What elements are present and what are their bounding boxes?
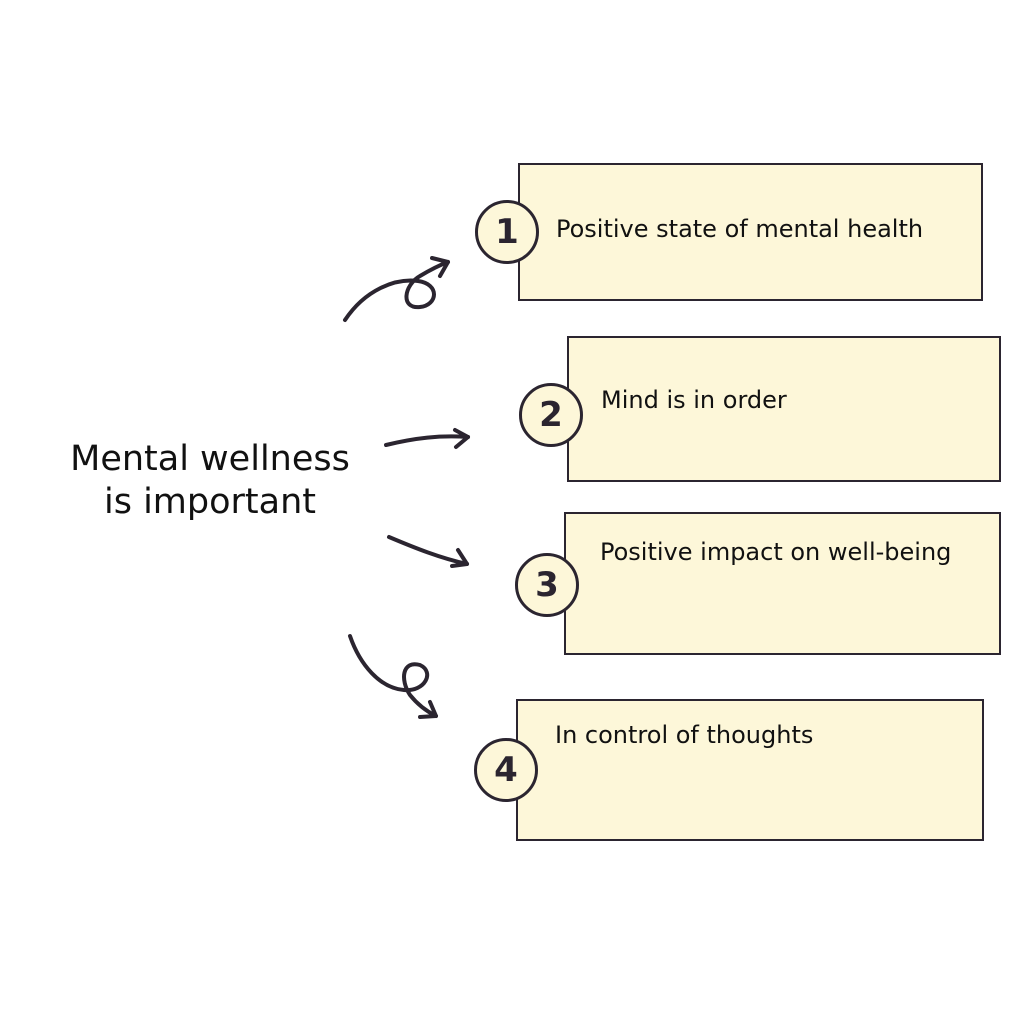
number-badge-4: 4 bbox=[474, 738, 538, 802]
arrow-3-icon bbox=[387, 535, 469, 568]
central-topic-line-1: Mental wellness bbox=[70, 439, 350, 479]
item-label-4: In control of thoughts bbox=[555, 721, 814, 749]
item-card-3: Positive impact on well-being bbox=[564, 512, 1001, 655]
arrow-4-loop-icon bbox=[348, 634, 438, 719]
arrow-2-icon bbox=[384, 428, 470, 449]
central-topic: Mental wellness is important bbox=[40, 438, 380, 524]
item-label-2: Mind is in order bbox=[601, 386, 787, 414]
item-label-3: Positive impact on well-being bbox=[600, 538, 952, 566]
item-card-1: Positive state of mental health bbox=[518, 163, 983, 301]
central-topic-line-2: is important bbox=[104, 482, 316, 522]
item-label-1: Positive state of mental health bbox=[556, 215, 924, 243]
item-card-2: Mind is in order bbox=[567, 336, 1001, 482]
number-badge-1: 1 bbox=[475, 200, 539, 264]
number-badge-2: 2 bbox=[519, 383, 583, 447]
arrow-1-loop-icon bbox=[343, 256, 450, 322]
number-badge-3: 3 bbox=[515, 553, 579, 617]
item-card-4: In control of thoughts bbox=[516, 699, 984, 841]
